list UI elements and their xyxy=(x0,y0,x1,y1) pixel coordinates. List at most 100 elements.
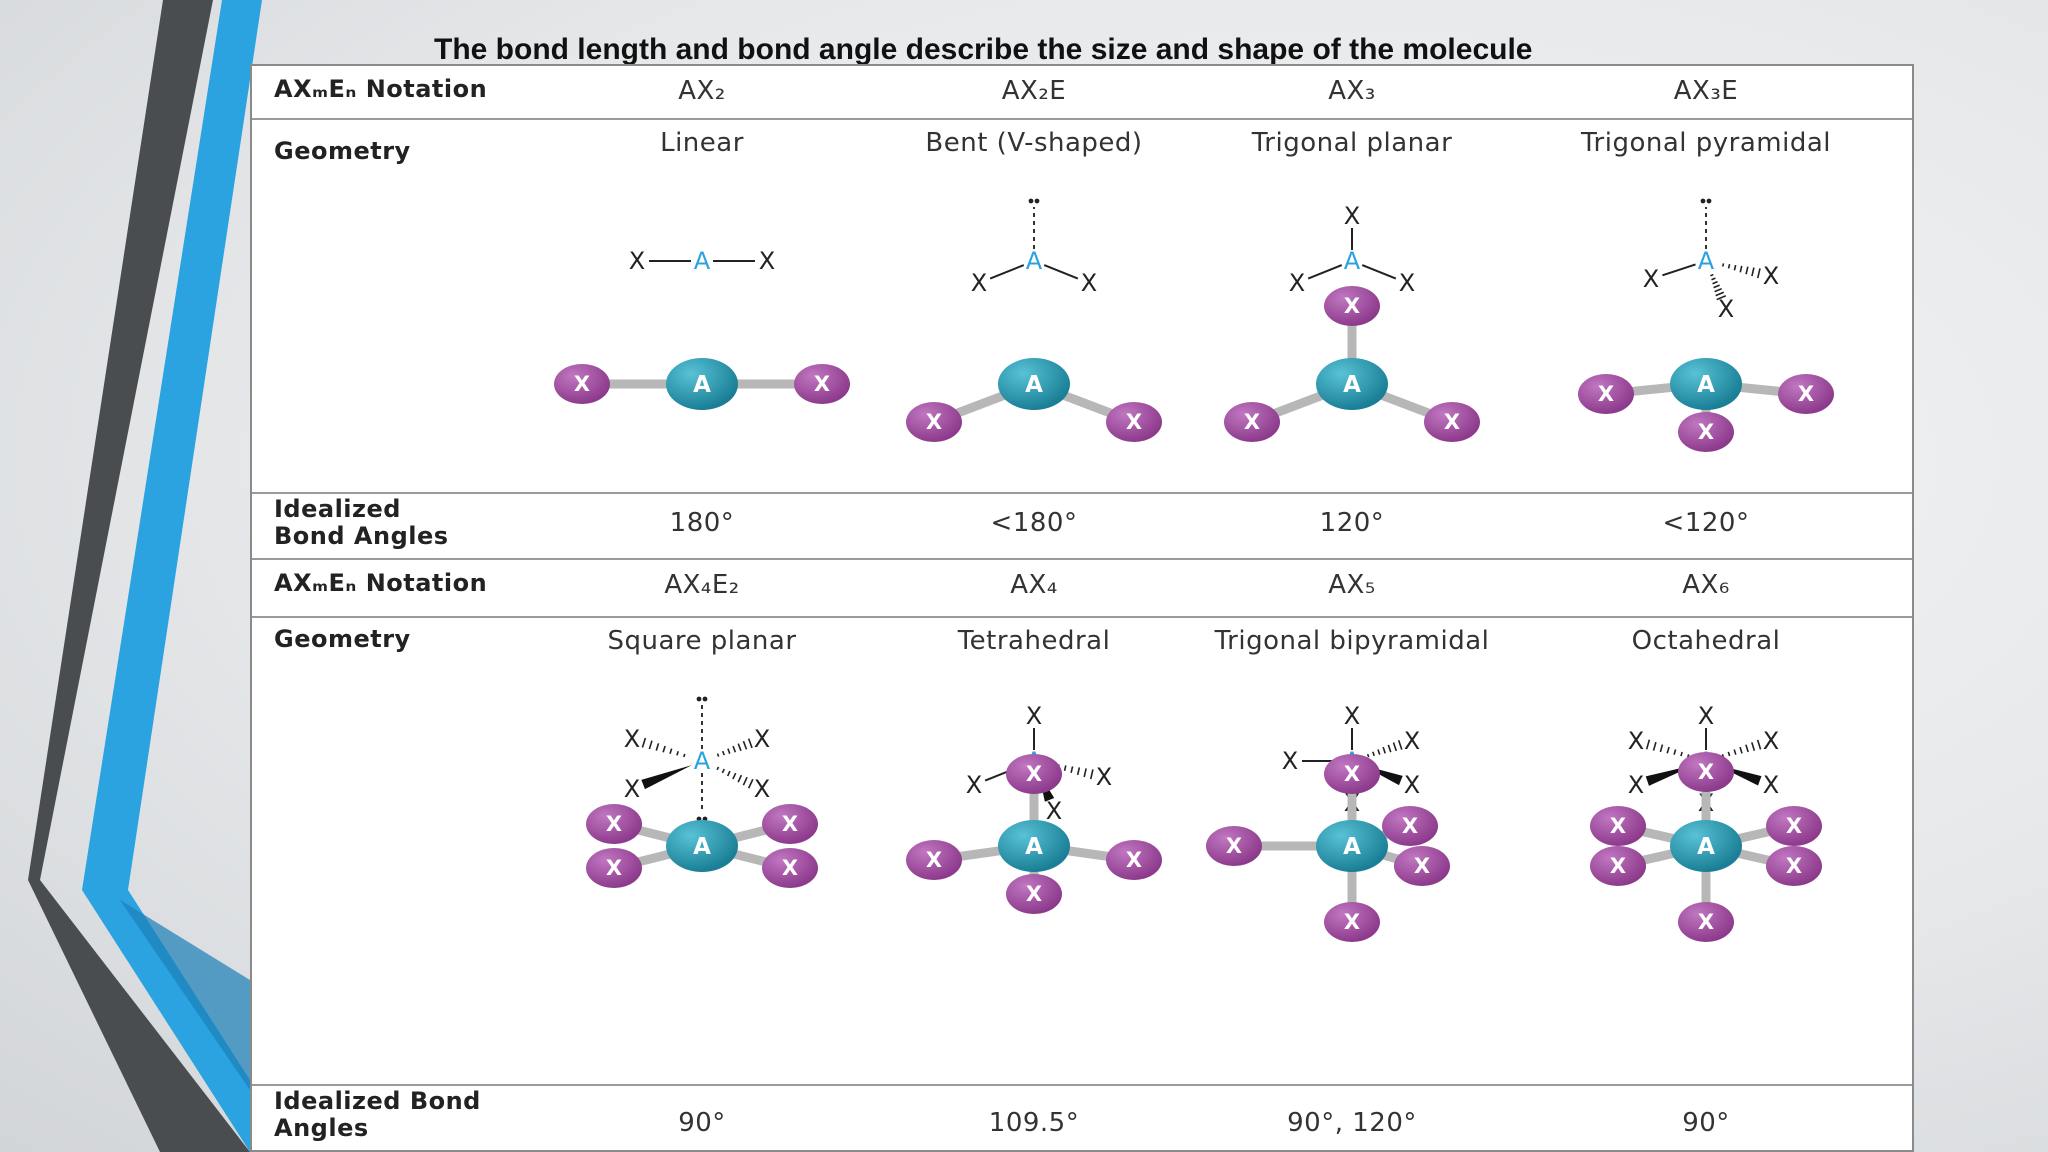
svg-text:X: X xyxy=(1026,702,1042,730)
svg-text:X: X xyxy=(1344,702,1360,730)
svg-text:A: A xyxy=(693,372,711,398)
geometry-cell: Trigonal bipyramidal xyxy=(1214,626,1490,656)
svg-text:X: X xyxy=(1763,262,1779,290)
outer-atom: X xyxy=(906,840,962,880)
notation-cell: AX₂E xyxy=(1001,76,1067,106)
notation-row-label: AXₘEₙ Notation xyxy=(274,569,488,597)
geometry-cell: Linear xyxy=(660,128,744,158)
svg-text:X: X xyxy=(1026,762,1042,786)
row-separator xyxy=(252,492,1912,494)
outer-atom: X xyxy=(1678,902,1734,942)
notation-row-label: AXₘEₙ Notation xyxy=(274,75,488,103)
svg-text:X: X xyxy=(1344,910,1360,934)
svg-text:A: A xyxy=(1697,834,1715,860)
angle-cell: 109.5° xyxy=(988,1108,1080,1138)
outer-atom: X xyxy=(1678,752,1734,792)
outer-atom: X xyxy=(1394,846,1450,886)
outer-atom: X xyxy=(1766,846,1822,886)
geometry-cell: Square planar xyxy=(607,626,797,656)
outer-atom: X xyxy=(586,804,642,844)
svg-text:X: X xyxy=(1610,814,1626,838)
lone-pair xyxy=(1700,198,1712,249)
outer-atom: X xyxy=(1324,286,1380,326)
angle-cell: <180° xyxy=(990,508,1078,538)
svg-text:A: A xyxy=(1343,372,1361,398)
tetrahedral-molecule-icon: X X X X A xyxy=(906,754,1162,914)
svg-text:X: X xyxy=(606,856,622,880)
outer-atom: X xyxy=(1382,806,1438,846)
outer-atom: X xyxy=(1006,754,1062,794)
outer-atom: X xyxy=(1424,402,1480,442)
svg-text:X: X xyxy=(624,725,640,753)
svg-text:X: X xyxy=(1698,910,1714,934)
blue-accent-stripe xyxy=(82,0,262,1152)
outer-atom: X xyxy=(1590,846,1646,886)
notation-cell: AX₆ xyxy=(1682,570,1730,600)
dark-accent-stripe xyxy=(28,0,250,1152)
svg-text:A: A xyxy=(1344,247,1361,275)
outer-atom: X xyxy=(1106,840,1162,880)
svg-text:X: X xyxy=(1226,834,1242,858)
svg-text:A: A xyxy=(694,247,711,275)
angle-cell: 120° xyxy=(1319,508,1385,538)
svg-text:X: X xyxy=(1399,269,1415,297)
outer-atom: X xyxy=(1224,402,1280,442)
trigonal-planar-molecule-icon: X X X A xyxy=(1224,286,1480,442)
row-separator xyxy=(252,1084,1912,1086)
blue-accent-shadow xyxy=(120,900,250,1090)
outer-atom: X xyxy=(1324,902,1380,942)
svg-text:A: A xyxy=(1698,247,1715,275)
angle-cell: 90° xyxy=(678,1108,726,1138)
outer-atom: X xyxy=(554,364,610,404)
notation-cell: AX₃ xyxy=(1328,76,1376,106)
outer-atom: X xyxy=(1590,806,1646,846)
angle-cell: 90° xyxy=(1682,1108,1730,1138)
central-atom: A xyxy=(1316,358,1388,410)
geometry-row-label: Geometry xyxy=(274,625,411,653)
svg-text:A: A xyxy=(1025,372,1043,398)
svg-text:X: X xyxy=(1698,420,1714,444)
lone-pair xyxy=(696,696,708,749)
geometry-cell: Trigonal planar xyxy=(1251,128,1453,158)
svg-text:A: A xyxy=(1026,247,1043,275)
svg-text:X: X xyxy=(1763,727,1779,755)
svg-text:X: X xyxy=(1786,854,1802,878)
central-atom: A xyxy=(1670,358,1742,410)
svg-text:X: X xyxy=(966,771,982,799)
central-atom: A xyxy=(1316,820,1388,872)
svg-text:X: X xyxy=(1282,747,1298,775)
svg-text:X: X xyxy=(1643,265,1659,293)
outer-atom: X xyxy=(1106,402,1162,442)
outer-atom: X xyxy=(1766,806,1822,846)
row-separator xyxy=(252,558,1912,560)
outer-atom: X xyxy=(762,848,818,888)
notation-cell: AX₄E₂ xyxy=(664,570,740,600)
svg-text:X: X xyxy=(814,372,830,396)
svg-text:X: X xyxy=(1763,771,1779,799)
svg-text:X: X xyxy=(1126,848,1142,872)
svg-text:X: X xyxy=(1414,854,1430,878)
outer-atom: X xyxy=(1206,826,1262,866)
outer-atom: X xyxy=(586,848,642,888)
svg-text:X: X xyxy=(1404,771,1420,799)
svg-text:X: X xyxy=(782,856,798,880)
angle-cell: 90°, 120° xyxy=(1287,1108,1417,1138)
svg-text:X: X xyxy=(1718,295,1734,323)
central-atom: A xyxy=(666,358,738,410)
svg-text:A: A xyxy=(1025,834,1043,860)
svg-text:X: X xyxy=(1344,762,1360,786)
svg-text:X: X xyxy=(606,812,622,836)
notation-cell: AX₃E xyxy=(1673,76,1739,106)
svg-text:X: X xyxy=(1698,702,1714,730)
svg-text:X: X xyxy=(782,812,798,836)
outer-atom: X xyxy=(794,364,850,404)
svg-text:X: X xyxy=(1402,814,1418,838)
